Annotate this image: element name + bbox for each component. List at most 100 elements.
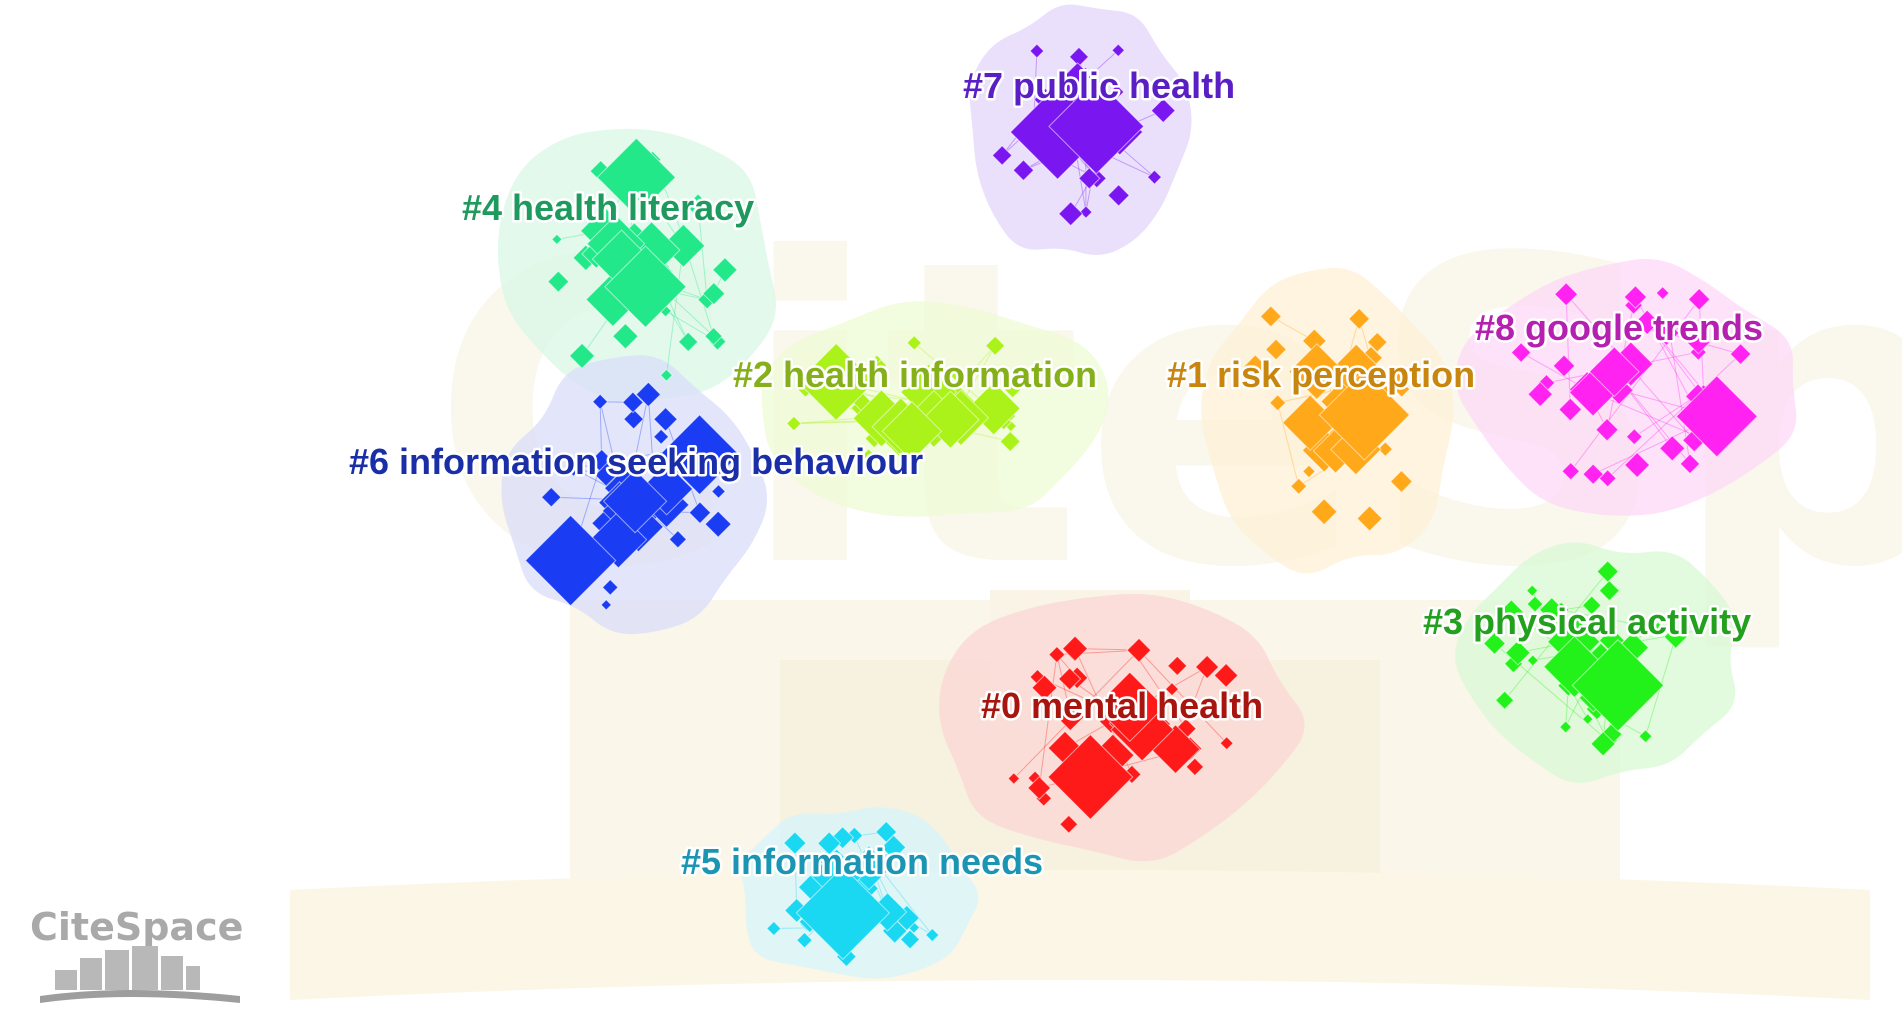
cluster-node[interactable] xyxy=(1146,169,1163,185)
cluster-node[interactable] xyxy=(1310,498,1338,526)
cluster-node[interactable] xyxy=(1290,477,1308,495)
cluster-node[interactable] xyxy=(846,845,892,891)
cluster-node[interactable] xyxy=(1047,733,1134,821)
cluster-node[interactable] xyxy=(653,406,678,432)
cluster-node[interactable] xyxy=(1048,645,1066,664)
cluster-node[interactable] xyxy=(688,501,712,525)
cluster-node[interactable] xyxy=(817,831,842,856)
cluster-node[interactable] xyxy=(1554,282,1579,307)
cluster-node[interactable] xyxy=(1582,463,1604,485)
cluster-node[interactable] xyxy=(568,342,596,370)
cluster-node[interactable] xyxy=(1385,365,1409,389)
cluster-node[interactable] xyxy=(602,469,668,534)
cluster-node[interactable] xyxy=(1663,624,1688,649)
cluster-node[interactable] xyxy=(881,400,943,462)
cluster-node[interactable] xyxy=(1504,639,1531,666)
cluster-label-3[interactable]: #3 physical activity xyxy=(1421,599,1754,645)
cluster-node[interactable] xyxy=(600,599,613,611)
cluster-node[interactable] xyxy=(1053,697,1088,732)
cluster-node[interactable] xyxy=(999,430,1021,453)
cluster-node[interactable] xyxy=(1058,201,1084,227)
cluster-node[interactable] xyxy=(1526,654,1539,667)
cluster-node[interactable] xyxy=(1581,595,1602,616)
cluster-node[interactable] xyxy=(1094,671,1166,743)
cluster-node[interactable] xyxy=(783,831,807,855)
cluster-node[interactable] xyxy=(712,257,738,283)
cluster-node[interactable] xyxy=(540,486,562,508)
cluster-node[interactable] xyxy=(1029,43,1045,59)
cluster-node[interactable] xyxy=(1687,287,1711,311)
cluster-node[interactable] xyxy=(1242,354,1268,380)
cluster-node[interactable] xyxy=(1527,381,1554,408)
cluster-node[interactable] xyxy=(1590,731,1616,757)
cluster-node[interactable] xyxy=(612,322,639,350)
cluster-node[interactable] xyxy=(1027,775,1052,800)
cluster-node[interactable] xyxy=(1494,690,1515,710)
cluster-node[interactable] xyxy=(766,920,782,937)
cluster-node[interactable] xyxy=(1539,597,1565,623)
cluster-node[interactable] xyxy=(1692,623,1707,638)
cluster-node[interactable] xyxy=(1079,205,1093,219)
cluster-node[interactable] xyxy=(668,205,681,219)
cluster-node[interactable] xyxy=(659,414,741,496)
cluster-label-2[interactable]: #2 health information xyxy=(731,352,1100,398)
cluster-node[interactable] xyxy=(565,459,582,477)
cluster-node[interactable] xyxy=(1356,505,1383,532)
cluster-label-5[interactable]: #5 information needs xyxy=(679,839,1046,885)
cluster-node[interactable] xyxy=(1213,662,1239,688)
cluster-label-4[interactable]: #4 health literacy xyxy=(460,185,757,231)
cluster-node[interactable] xyxy=(1650,621,1666,636)
cluster-node[interactable] xyxy=(1007,772,1021,785)
cluster-node[interactable] xyxy=(704,510,732,538)
cluster-node[interactable] xyxy=(1048,78,1145,175)
cluster-node[interactable] xyxy=(1031,674,1058,701)
cluster-node[interactable] xyxy=(1366,331,1388,353)
cluster-node[interactable] xyxy=(1164,682,1180,697)
cluster-node[interactable] xyxy=(1194,654,1220,680)
cluster-node[interactable] xyxy=(786,415,802,432)
cluster-node[interactable] xyxy=(1596,560,1619,583)
cluster-node[interactable] xyxy=(640,462,694,516)
cluster-node[interactable] xyxy=(704,326,723,346)
cluster-node[interactable] xyxy=(596,137,677,218)
cluster-node[interactable] xyxy=(899,929,921,950)
cluster-node[interactable] xyxy=(1561,461,1581,481)
cluster-node[interactable] xyxy=(623,408,645,430)
cluster-node[interactable] xyxy=(1559,720,1573,734)
cluster-node[interactable] xyxy=(635,381,662,408)
cluster-node[interactable] xyxy=(591,393,609,410)
cluster-node[interactable] xyxy=(1729,343,1752,366)
cluster-node[interactable] xyxy=(984,335,1006,356)
cluster-node[interactable] xyxy=(795,865,891,961)
cluster-node[interactable] xyxy=(1525,584,1539,597)
cluster-node[interactable] xyxy=(668,530,688,549)
cluster-node[interactable] xyxy=(1107,184,1130,207)
cluster-node[interactable] xyxy=(1625,428,1643,446)
cluster-node[interactable] xyxy=(1498,599,1525,626)
cluster-node[interactable] xyxy=(1623,285,1648,309)
cluster-node[interactable] xyxy=(653,428,670,445)
cluster-node[interactable] xyxy=(1675,375,1759,458)
cluster-node[interactable] xyxy=(1259,305,1282,328)
cluster-node[interactable] xyxy=(796,931,813,949)
cluster-node[interactable] xyxy=(1510,342,1532,363)
cluster-node[interactable] xyxy=(1126,637,1152,663)
cluster-node[interactable] xyxy=(1659,435,1686,462)
cluster-node[interactable] xyxy=(685,193,711,219)
cluster-node[interactable] xyxy=(1634,309,1660,336)
cluster-node[interactable] xyxy=(1588,346,1640,398)
cluster-node[interactable] xyxy=(1078,167,1101,190)
cluster-label-1[interactable]: #1 risk perception xyxy=(1165,352,1478,398)
cluster-node[interactable] xyxy=(880,834,907,861)
cluster-node[interactable] xyxy=(1269,394,1287,412)
cluster-node[interactable] xyxy=(1348,307,1371,330)
cluster-node[interactable] xyxy=(1686,330,1711,355)
cluster-node[interactable] xyxy=(906,335,923,351)
cluster-node[interactable] xyxy=(925,927,940,943)
cluster-node[interactable] xyxy=(1598,579,1621,602)
cluster-node[interactable] xyxy=(1167,655,1188,677)
cluster-node[interactable] xyxy=(604,245,687,329)
cluster-node[interactable] xyxy=(1061,635,1089,662)
cluster-label-0[interactable]: #0 mental health xyxy=(979,683,1266,729)
cluster-node[interactable] xyxy=(1150,97,1176,124)
